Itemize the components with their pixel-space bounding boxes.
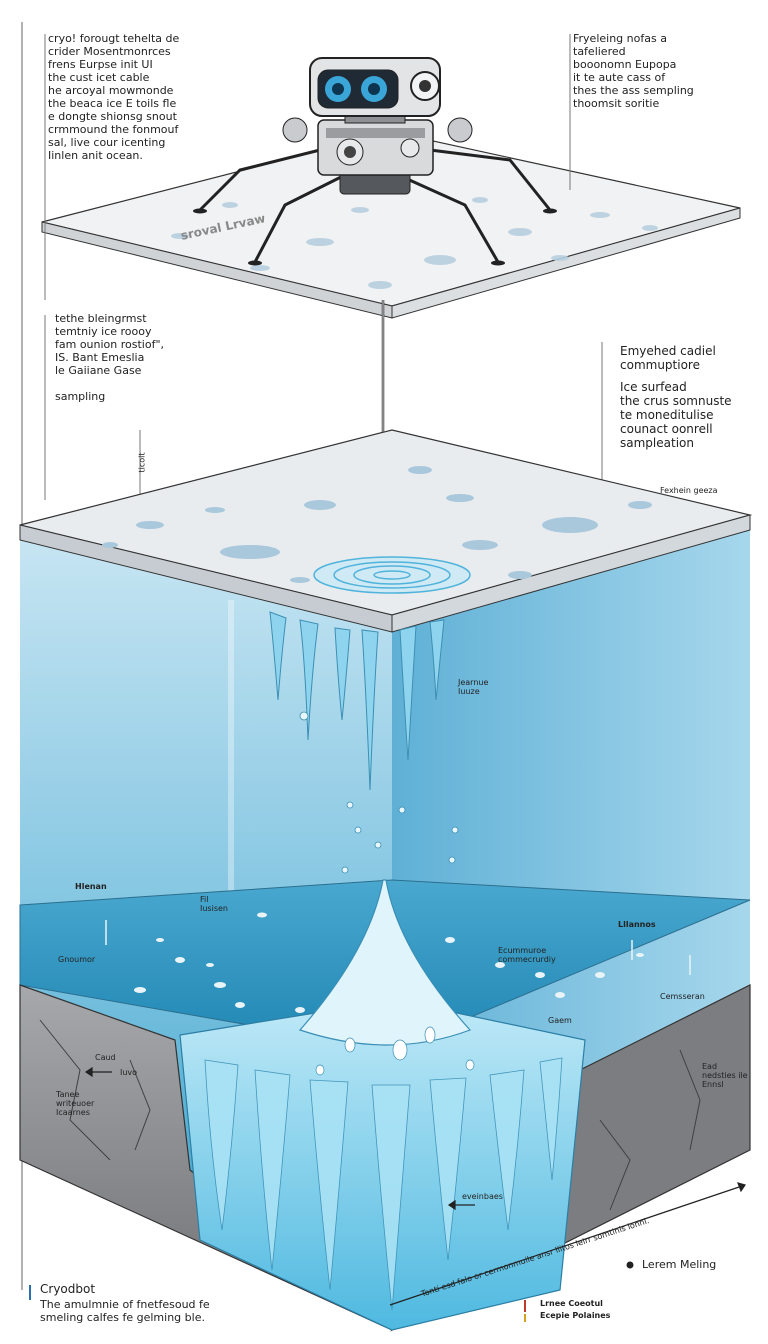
camera-eyes-icon: [318, 70, 398, 108]
caption-body: The amulmnie of fnetfesoud fe smeling ca…: [40, 1298, 300, 1324]
label-rock-right: Ead nedsties ile Ennsl: [702, 1062, 762, 1089]
label-rock-left-arrow: Iuvo: [120, 1068, 137, 1077]
label-rock-left2: Tanee writeuoer Icaarnes: [56, 1090, 94, 1117]
melt-ripple: [314, 557, 470, 593]
legend-dot-label: Lerem Meling: [642, 1258, 716, 1271]
label-seafloor-right2: Cemsseran: [660, 992, 705, 1001]
label-seafloor-center: Ecummuroe commecrurdiy: [498, 946, 556, 964]
label-seafloor-left: Hlenan: [75, 882, 107, 891]
label-seafloor-left2: Fil Iusisen: [200, 895, 228, 913]
label-top-right: Fryeleing nofas a tafeliered booonomn Eu…: [573, 32, 723, 110]
label-mid-left: tethe bleingrmst temtniy ice roooy fam o…: [55, 312, 225, 403]
label-mid-right-2: Ice surfead the crus somnuste te monedit…: [620, 380, 760, 450]
label-rock-bottom: eveinbaes: [462, 1192, 503, 1201]
caption-title: Cryodbot: [40, 1282, 95, 1296]
label-seafloor-ocean: Gaem: [548, 1016, 572, 1025]
label-top-left: cryo! forougt tehelta de crider Mosentmo…: [48, 32, 223, 162]
label-rock-left1: Caud: [95, 1053, 116, 1062]
label-mid-small: ticolt: [138, 452, 147, 472]
label-seafloor-right: Lllannos: [618, 920, 656, 929]
legend-marker-1: Lrnee Coeotul: [540, 1299, 603, 1308]
legend-marker-2: Ecepie Polaines: [540, 1311, 610, 1320]
label-water-center: Jearnue Iuuze: [458, 678, 488, 696]
legend-dot-icon: [627, 1262, 634, 1269]
label-ice-edge: Fexhein geeza: [660, 486, 718, 495]
label-mid-right-1: Emyehed cadiel commuptiore: [620, 344, 760, 372]
label-seafloor-left3: Gnoumor: [58, 955, 95, 964]
